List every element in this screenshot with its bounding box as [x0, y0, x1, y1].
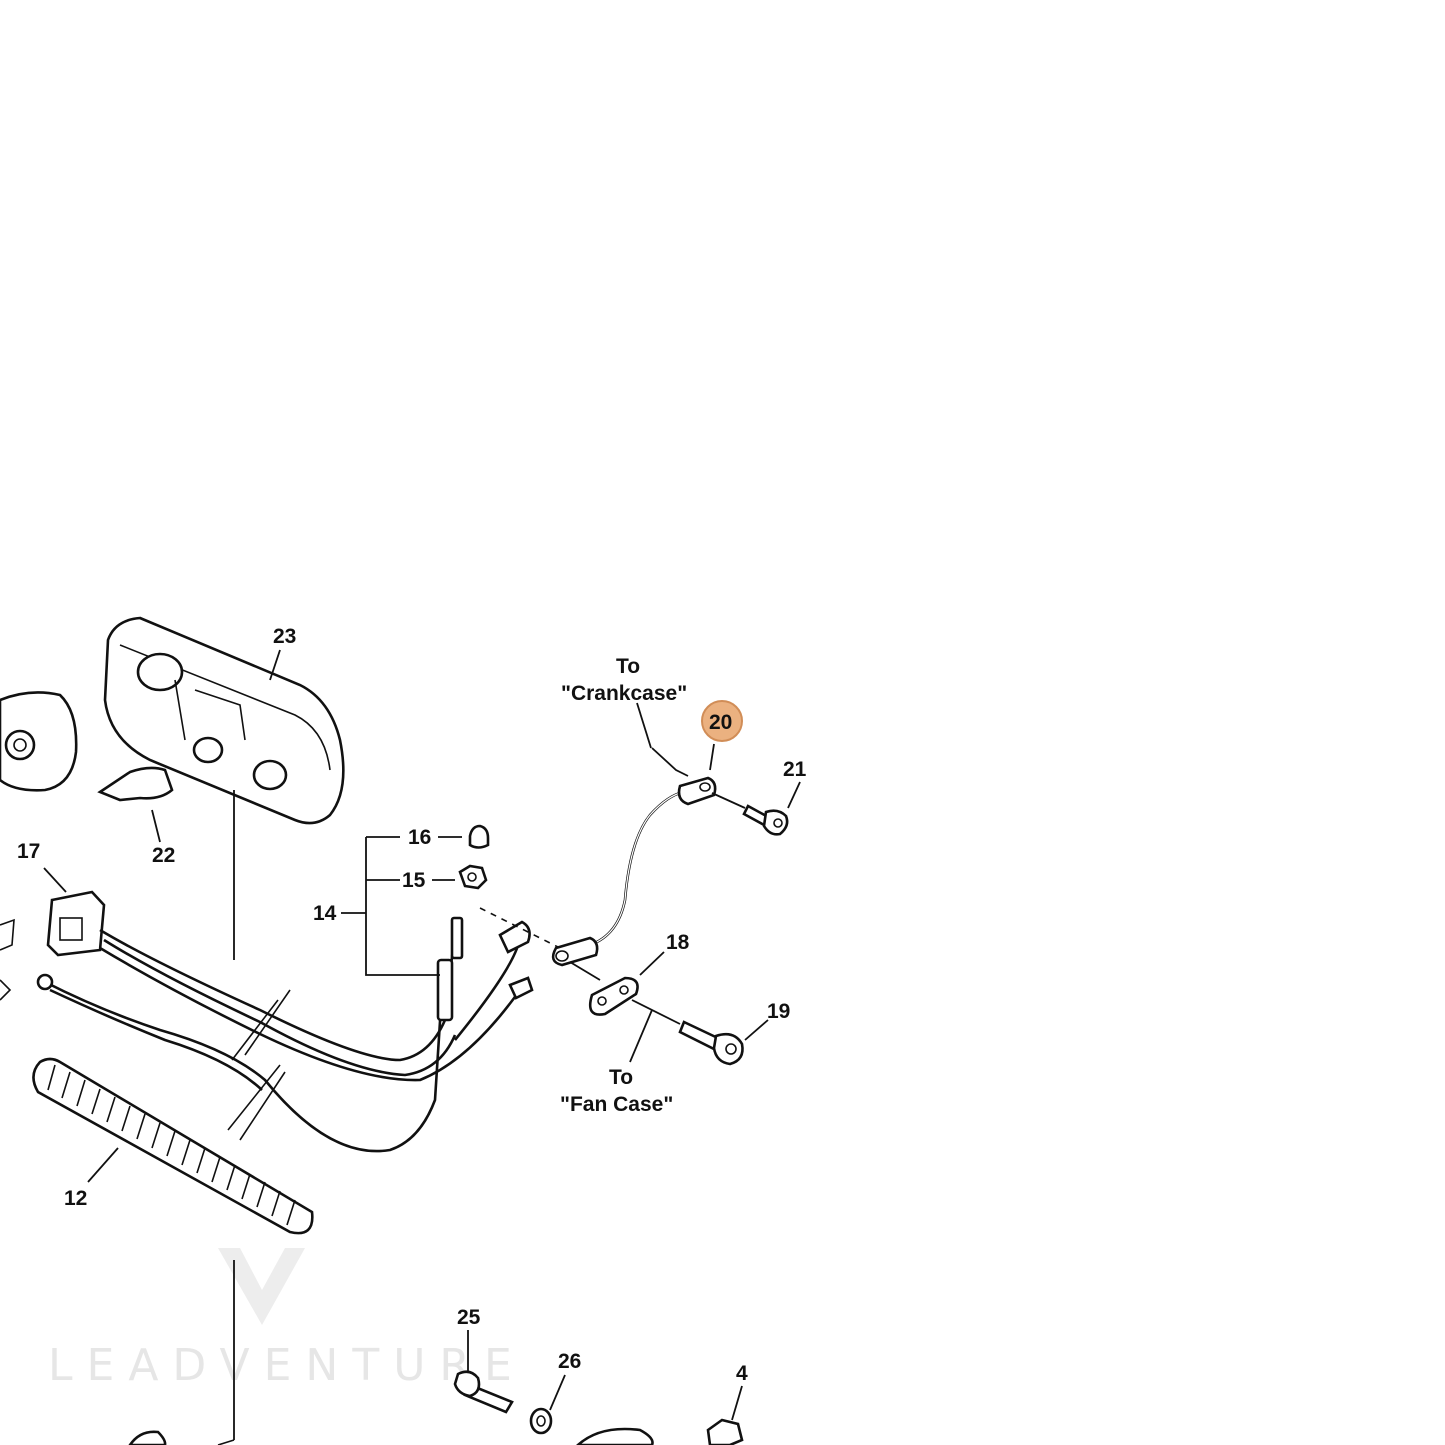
leader-20 — [709, 743, 715, 771]
part-16-cap — [468, 824, 490, 849]
callout-26: 26 — [558, 1350, 581, 1373]
leader-crankcase-note — [636, 702, 652, 749]
callout-21: 21 — [783, 758, 807, 781]
note-fancase-line1: To — [609, 1066, 633, 1089]
part-25-screw — [453, 1370, 514, 1414]
part-12-sleeve — [32, 1057, 314, 1235]
callout-20-highlight[interactable]: 20 — [701, 700, 743, 742]
assembly-line-18 — [569, 961, 601, 981]
part-bottom-partial — [128, 1427, 654, 1445]
watermark: LEADVENTURE — [48, 1248, 526, 1391]
callout-22: 22 — [152, 844, 175, 867]
part-22-trigger — [97, 766, 174, 802]
part-23-housing — [103, 616, 345, 825]
callout-4: 4 — [736, 1362, 748, 1385]
leader-14-bracket — [365, 837, 440, 976]
callout-19: 19 — [767, 1000, 790, 1023]
leader-26 — [549, 1374, 566, 1411]
note-fancase-line2: "Fan Case" — [560, 1093, 673, 1116]
part-18-plate — [588, 976, 639, 1016]
part-14-cable-harness — [36, 916, 534, 1153]
callout-14: 14 — [313, 902, 337, 925]
callout-15: 15 — [402, 869, 426, 892]
leader-12 — [87, 1147, 119, 1183]
assembly-line-19 — [631, 999, 681, 1025]
leader-18 — [639, 951, 665, 976]
leader-fancase — [629, 1009, 653, 1063]
part-17-switch — [0, 890, 106, 1001]
callout-18: 18 — [666, 931, 690, 954]
part-26-washer — [529, 1407, 553, 1435]
part-switch-housing — [0, 691, 78, 792]
assembly-dashed-line — [479, 907, 561, 949]
callout-20: 20 — [709, 711, 732, 734]
callout-23: 23 — [273, 625, 296, 648]
watermark-text: LEADVENTURE — [48, 1340, 526, 1391]
leader-crankcase — [651, 747, 689, 777]
part-20-ground-cable — [551, 776, 717, 967]
part-15-nut — [458, 864, 488, 890]
callout-16: 16 — [408, 826, 431, 849]
leader-4 — [731, 1385, 743, 1421]
leader-22 — [151, 809, 161, 843]
leader-21-axis — [711, 792, 746, 809]
leader-19 — [744, 1019, 769, 1041]
part-21-screw — [742, 804, 789, 836]
callout-12: 12 — [64, 1187, 87, 1210]
leader-23 — [269, 649, 281, 681]
callout-25: 25 — [457, 1306, 481, 1329]
note-crankcase-line2: "Crankcase" — [561, 682, 687, 705]
part-4-nut — [706, 1418, 744, 1445]
note-crankcase-line1: To — [616, 655, 640, 678]
callout-17: 17 — [17, 840, 40, 863]
leader-21 — [787, 781, 801, 809]
leader-17 — [43, 867, 67, 893]
part-19-screw — [678, 1020, 744, 1066]
